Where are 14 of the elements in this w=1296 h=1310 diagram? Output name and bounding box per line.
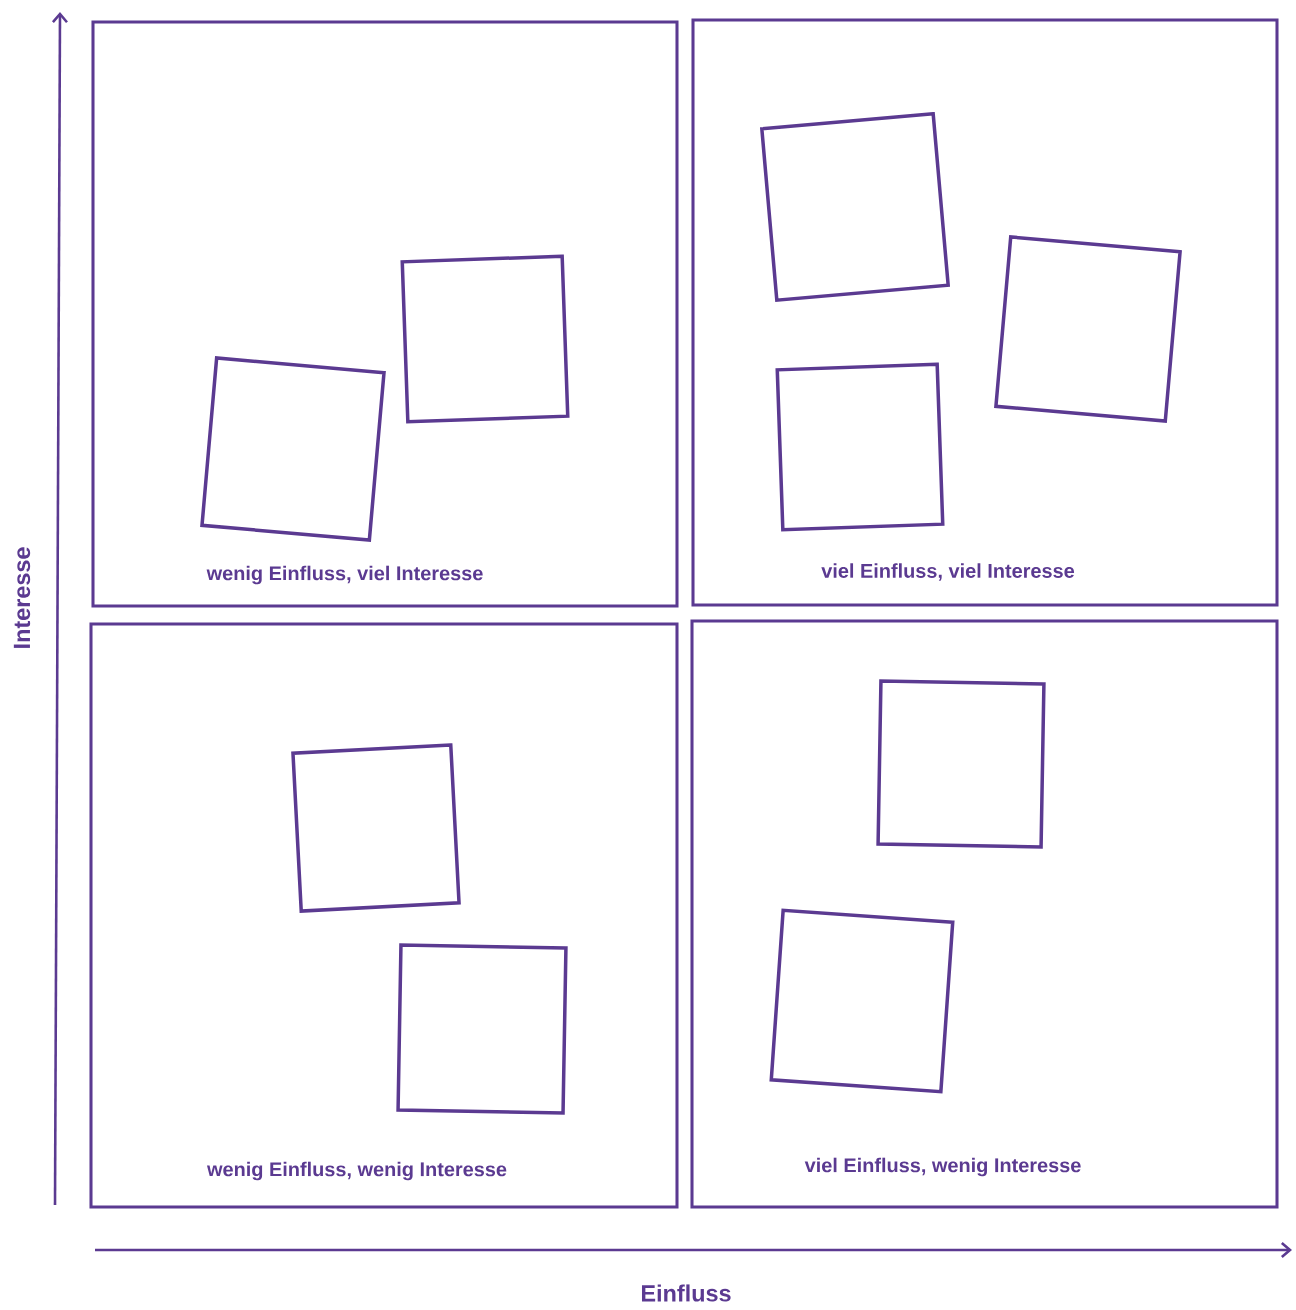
empty-box [291, 743, 461, 913]
axis-label: Einfluss [642, 1284, 731, 1302]
quadrant-box: wenig Einfluss, wenig Interesse [89, 622, 679, 1209]
empty-box [994, 235, 1182, 423]
empty-box [396, 943, 568, 1115]
axis-label: Interesse [13, 547, 31, 648]
quadrant-box: wenig Einfluss, viel Interesse [91, 20, 679, 608]
empty-box [876, 679, 1046, 849]
empty-box [400, 254, 570, 424]
quadrant-box: viel Einfluss, wenig Interesse [690, 619, 1279, 1209]
empty-box [769, 908, 955, 1094]
quadrant-box: viel Einfluss, viel Interesse [691, 18, 1279, 607]
empty-box [200, 356, 386, 542]
empty-box [775, 362, 945, 532]
